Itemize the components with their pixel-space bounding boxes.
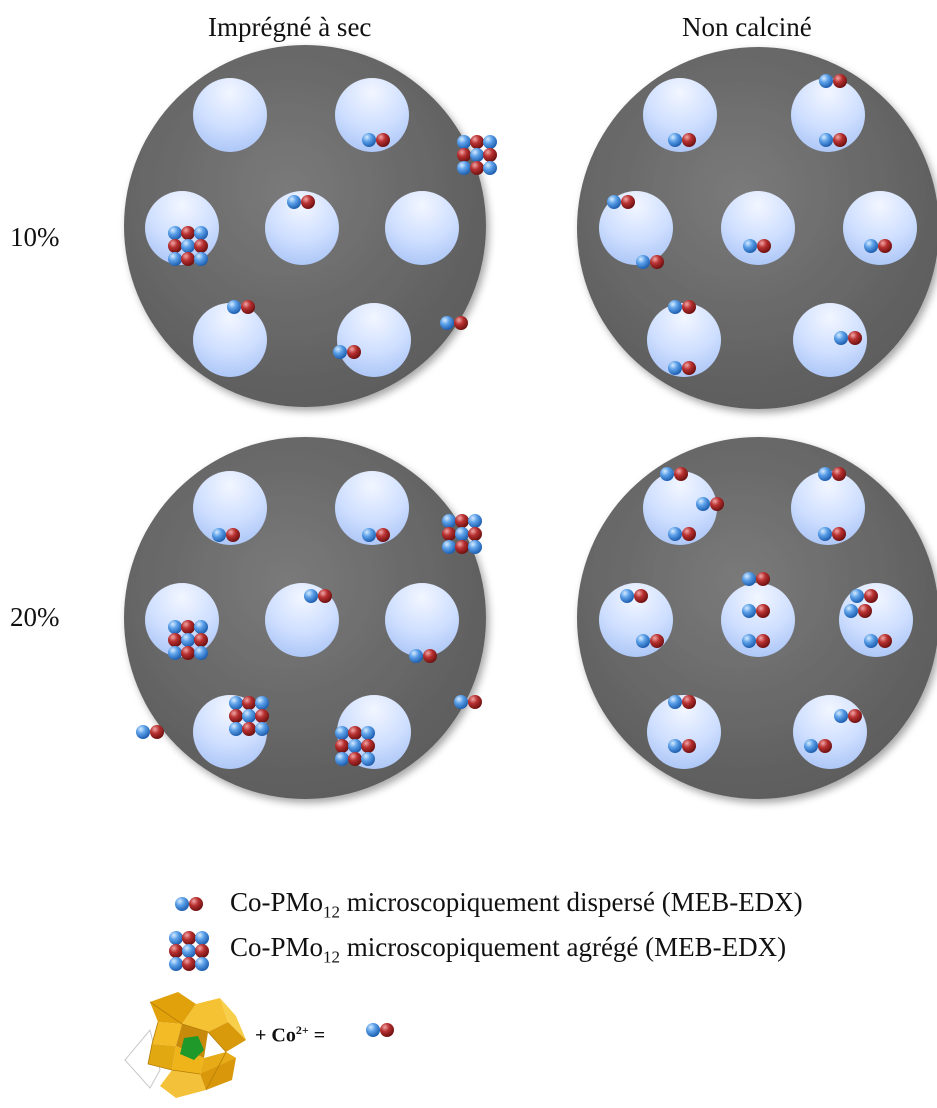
pore [721, 583, 795, 657]
pore [599, 191, 673, 265]
cobalt-pmo12-aggregate [168, 620, 208, 660]
legend-dispersed-sub: 12 [323, 902, 341, 922]
pmo12-polyhedron-icon [124, 992, 246, 1098]
column-title-uncalcined: Non calciné [682, 12, 812, 42]
pore [843, 191, 917, 265]
legend-aggregated-sub: 12 [323, 947, 341, 967]
pore [337, 303, 411, 377]
legend-aggregated-prefix: Co-PMo [230, 932, 324, 962]
legend-dispersed-suffix: microscopiquement dispersé (MEB-EDX) [340, 887, 803, 917]
formula-text: + Co2+ = [255, 1023, 325, 1048]
legend-aggregated-suffix: microscopiquement agrégé (MEB-EDX) [340, 932, 787, 962]
pore [145, 191, 219, 265]
legend-dimer-icon [175, 897, 203, 911]
cobalt-pmo12-aggregate [335, 726, 375, 766]
column-title-dry-impregnated: Imprégné à sec [208, 12, 372, 42]
pore [791, 78, 865, 152]
cobalt-pmo12-aggregate [168, 226, 208, 266]
legend-dispersed-prefix: Co-PMo [230, 887, 324, 917]
green-center-icon [180, 1036, 204, 1060]
particle-20-dry [124, 437, 486, 799]
particle-10-uncalcined [577, 47, 937, 409]
pore [265, 583, 339, 657]
legend-aggregate-icon [169, 931, 209, 971]
cobalt-pmo12-dimer [454, 695, 482, 709]
pore [793, 303, 867, 377]
pore [335, 78, 409, 152]
pore [721, 191, 795, 265]
pore [643, 471, 717, 545]
pore [647, 303, 721, 377]
pore [145, 583, 219, 657]
pore [385, 583, 459, 657]
formula-result-dimer [366, 1023, 394, 1037]
pore [193, 471, 267, 545]
pore [647, 695, 721, 769]
row-label-10: 10% [10, 222, 60, 252]
pore [793, 695, 867, 769]
cobalt-pmo12-aggregate [442, 514, 482, 554]
pore [193, 78, 267, 152]
particle-20-uncalcined [577, 437, 937, 799]
cobalt-pmo12-dimer [136, 725, 164, 739]
row-label-20: 20% [10, 602, 60, 632]
legend-dispersed: Co-PMo12 microscopiquement dispersé (MEB… [230, 887, 803, 922]
formula-plus: + Co [255, 1024, 296, 1047]
pore [193, 303, 267, 377]
particle-10-dry [124, 45, 497, 407]
cobalt-pmo12-aggregate [457, 135, 497, 175]
pore [385, 191, 459, 265]
legend-aggregated: Co-PMo12 microscopiquement agrégé (MEB-E… [230, 932, 786, 967]
pore [265, 191, 339, 265]
formula-equals: = [308, 1024, 326, 1047]
pore [643, 78, 717, 152]
cobalt-pmo12-aggregate [229, 696, 269, 736]
formula-sup: 2+ [295, 1023, 309, 1037]
pore [335, 471, 409, 545]
pore [791, 471, 865, 545]
